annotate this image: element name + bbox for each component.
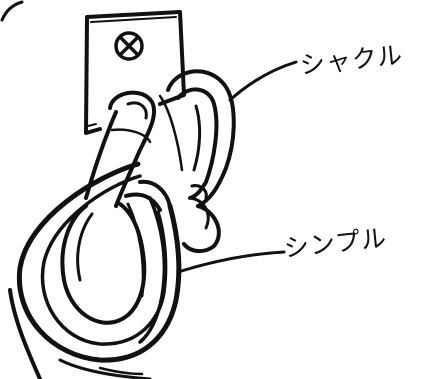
- link-bar: [84, 90, 157, 208]
- rope: [8, 288, 152, 379]
- stray-stroke: [0, 0, 24, 22]
- thimble-leader-line: [176, 250, 286, 274]
- shackle: [158, 69, 236, 253]
- shackle-leader-line: [228, 60, 298, 102]
- thimble: [16, 161, 182, 363]
- screw-head-icon: [114, 31, 144, 61]
- mounting-plate: [84, 10, 186, 135]
